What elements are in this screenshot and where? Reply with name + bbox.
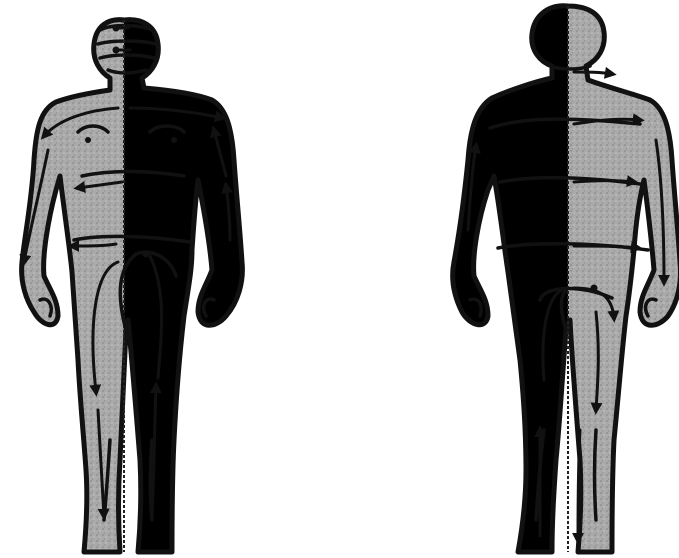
back-figure: [453, 6, 679, 552]
dot-marker-icon: [113, 47, 120, 54]
dot-marker-icon: [591, 285, 598, 292]
dot-marker-icon: [113, 25, 120, 32]
dot-marker-icon: [143, 251, 150, 258]
front-figure: [22, 20, 243, 552]
